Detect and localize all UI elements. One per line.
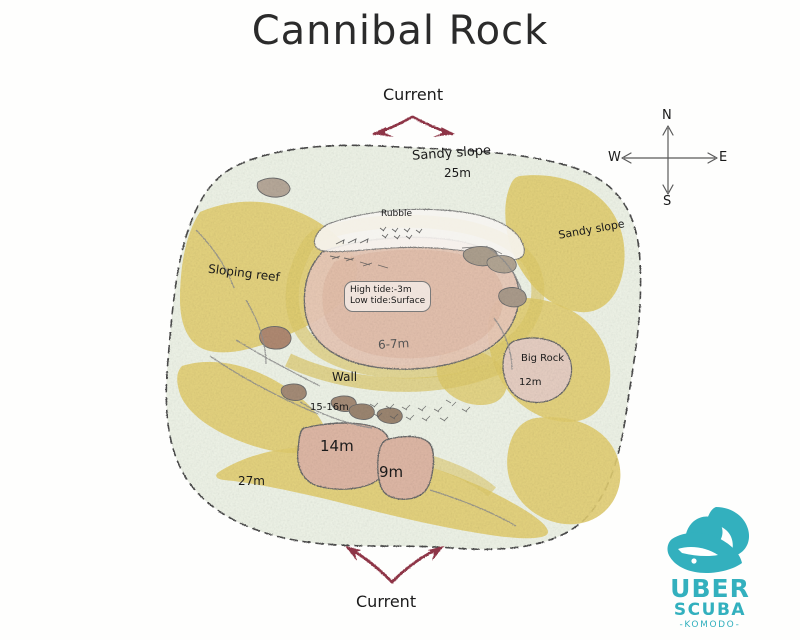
- high-tide-label: High tide:-3m: [350, 285, 412, 295]
- channel-lines: [195, 229, 523, 527]
- page-title: Cannibal Rock: [251, 8, 549, 54]
- big-rock: [502, 337, 573, 403]
- shelf-arrow-cluster: [329, 255, 389, 269]
- compass-rose: [621, 125, 718, 195]
- whale-wave-icon: [667, 507, 750, 573]
- logo-sub-text: SCUBA: [673, 600, 747, 620]
- logo-region-text: -KOMODO-: [679, 619, 741, 630]
- uber-scuba-logo: UBER SCUBA -KOMODO-: [645, 505, 775, 630]
- low-tide-label: Low tide:Surface: [350, 296, 426, 307]
- current-scratch-marks: [335, 238, 369, 245]
- lower-rocks: [296, 422, 435, 500]
- logo-brand-text: UBER: [670, 574, 750, 603]
- rubble-marks: [379, 226, 423, 240]
- scattered-rocks: [256, 177, 527, 424]
- island-dashed-outline: [165, 144, 642, 551]
- current-arrow-bottom: [345, 546, 444, 584]
- current-arrow-top: [372, 115, 455, 137]
- tide-info-box: High tide:-3m Low tide:Surface: [344, 281, 432, 312]
- sandy-reef-areas: [177, 175, 625, 539]
- coral-speck-field: [369, 399, 471, 422]
